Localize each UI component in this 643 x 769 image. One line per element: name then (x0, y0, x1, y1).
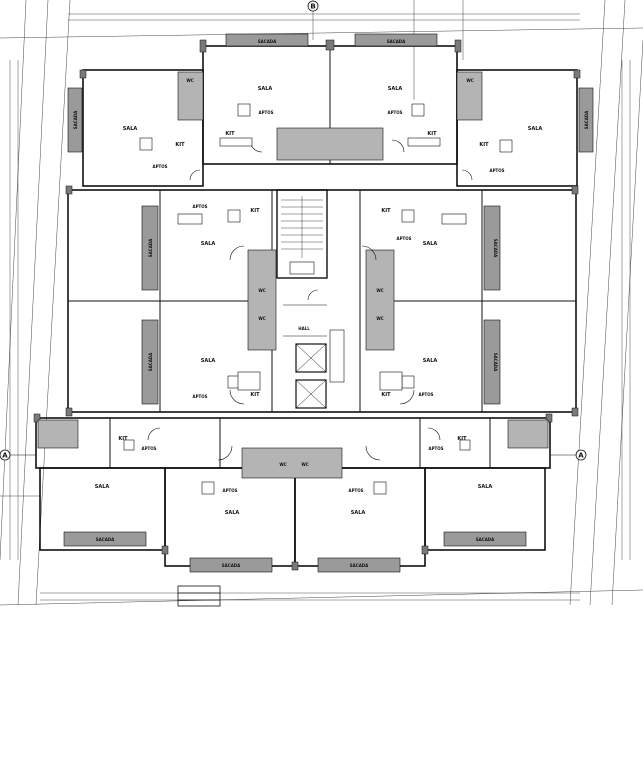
balcony-mid-left-b (141, 319, 159, 405)
label-sala: SALA (388, 86, 403, 92)
label-kit: KIT (427, 131, 437, 137)
label-apto: APTOS (489, 168, 504, 173)
balcony-bottom-left (189, 557, 273, 573)
label-sala: SALA (225, 510, 240, 516)
label-sacada: SACADA (493, 353, 498, 372)
interior-walls (68, 46, 576, 566)
grid-marker-left: A (0, 449, 36, 461)
label-kit: KIT (457, 436, 467, 442)
label-apto: APTOS (222, 488, 237, 493)
label-apto: APTOS (348, 488, 363, 493)
label-sacada: SACADA (350, 563, 369, 568)
balcony-top-left (225, 33, 309, 47)
label-sala: SALA (258, 86, 273, 92)
label-apto: APTOS (258, 110, 273, 115)
label-wc: WC (186, 78, 193, 83)
label-sala: SALA (95, 484, 110, 490)
label-apto: APTOS (428, 446, 443, 451)
balcony-bottom-right (317, 557, 401, 573)
label-wc: WC (376, 288, 383, 293)
label-wc: WC (258, 288, 265, 293)
label-sala: SALA (351, 510, 366, 516)
label-sala: SALA (478, 484, 493, 490)
balcony-upper-left (67, 87, 83, 153)
label-sacada: SACADA (148, 352, 153, 371)
label-sacada: SACADA (222, 563, 241, 568)
label-kit: KIT (479, 142, 489, 148)
label-apto: APTOS (396, 236, 411, 241)
label-hall: HALL (298, 326, 310, 331)
label-kit: KIT (250, 392, 260, 398)
balcony-low-right (443, 531, 527, 547)
reference-lines (0, 0, 643, 606)
grid-marker-top: B (307, 0, 319, 12)
elevator-icon-2 (295, 379, 327, 409)
furniture-icon (123, 103, 513, 495)
structural-columns (33, 39, 581, 571)
balcony-top-right (354, 33, 438, 47)
dimension-lines (9, 13, 631, 601)
stair-icon (281, 196, 323, 258)
label-wc: WC (376, 316, 383, 321)
label-apto: APTOS (387, 110, 402, 115)
label-sacada: SACADA (493, 239, 498, 258)
label-sala: SALA (201, 358, 216, 364)
label-kit: KIT (225, 131, 235, 137)
svg-text:A: A (2, 452, 8, 460)
label-sacada: SACADA (148, 238, 153, 257)
balcony-mid-right-a (483, 205, 501, 291)
label-wc: WC (279, 462, 286, 467)
wet-areas (37, 71, 549, 479)
label-sala: SALA (423, 241, 438, 247)
label-sacada: SACADA (96, 537, 115, 542)
label-apto: APTOS (418, 392, 433, 397)
balcony-upper-right (578, 87, 594, 153)
label-apto: APTOS (192, 394, 207, 399)
elevator-icon (295, 343, 327, 373)
room-labels: SALA SALA SALA SALA SALA SALA SALA SALA … (73, 39, 589, 568)
label-sacada: SACADA (258, 39, 277, 44)
label-sala: SALA (123, 126, 138, 132)
label-apto: APTOS (152, 164, 167, 169)
bottom-slab (177, 585, 221, 607)
building-core (276, 189, 345, 409)
label-sala: SALA (201, 241, 216, 247)
label-wc: WC (258, 316, 265, 321)
grid-marker-right: A (550, 449, 587, 461)
label-kit: KIT (381, 208, 391, 214)
label-kit: KIT (250, 208, 260, 214)
label-apto: APTOS (141, 446, 156, 451)
balconies (63, 33, 594, 573)
label-wc: WC (466, 78, 473, 83)
label-apto: APTOS (192, 204, 207, 209)
label-sacada: SACADA (387, 39, 406, 44)
label-wc: WC (301, 462, 308, 467)
label-kit: KIT (381, 392, 391, 398)
label-sacada: SACADA (73, 110, 78, 129)
label-kit: KIT (175, 142, 185, 148)
svg-text:A: A (578, 452, 584, 460)
stair-core (276, 189, 328, 279)
label-sacada: SACADA (476, 537, 495, 542)
svg-text:B: B (310, 3, 315, 11)
balcony-mid-right-b (483, 319, 501, 405)
label-sala: SALA (423, 358, 438, 364)
label-kit: KIT (118, 436, 128, 442)
balcony-low-left (63, 531, 147, 547)
label-sacada: SACADA (584, 110, 589, 129)
balcony-mid-left-a (141, 205, 159, 291)
label-sala: SALA (528, 126, 543, 132)
